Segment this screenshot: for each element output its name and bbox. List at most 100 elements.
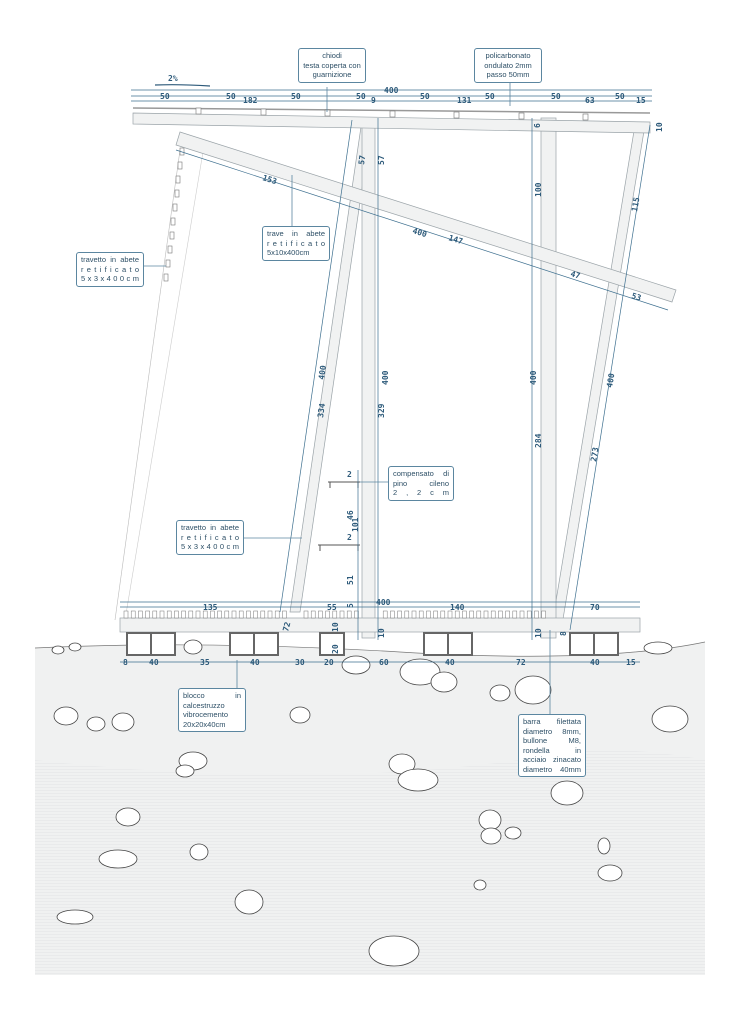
slat <box>152 610 158 619</box>
dim-text: 8 <box>559 631 568 636</box>
base-slats <box>123 610 546 619</box>
dim-text: 50 <box>420 92 430 101</box>
slat <box>411 610 417 619</box>
roof-beam <box>132 112 651 134</box>
diagonal-beam <box>175 131 677 303</box>
dim-text: 6 <box>533 123 542 128</box>
left-joist <box>114 139 206 621</box>
dim-text: 10 <box>331 622 340 632</box>
dim-text: 153 <box>261 173 278 186</box>
callout-line: calcestruzzo <box>183 700 225 710</box>
slat <box>260 610 266 619</box>
dim-text: 50 <box>615 92 625 101</box>
slat <box>123 610 129 619</box>
dim-text: 40 <box>149 658 159 667</box>
dim-text: 284 <box>534 433 543 448</box>
callout-line: barra filettata <box>523 717 581 726</box>
callout-line: bullone M8, <box>523 736 581 745</box>
slat <box>303 610 309 619</box>
slat <box>519 610 525 619</box>
callout-line: ondulato 2mm <box>484 60 532 70</box>
dim-text: 50 <box>291 92 301 101</box>
slope-label: 2% <box>168 74 178 83</box>
slat <box>310 610 316 619</box>
slat <box>267 610 273 619</box>
slat <box>512 610 518 619</box>
callout-line: vibrocemento <box>183 710 229 719</box>
slat <box>282 610 287 619</box>
slat <box>332 610 338 619</box>
dim-text: 51 <box>346 575 355 585</box>
ground-hatch <box>35 750 705 975</box>
slat <box>418 610 424 619</box>
slat <box>202 610 208 619</box>
callout-line: trave in abete <box>267 229 325 238</box>
dim-text: 72 <box>516 658 526 667</box>
dim-text: 40 <box>250 658 260 667</box>
slat <box>397 610 402 619</box>
slat <box>462 610 467 619</box>
dim-text: 20 <box>331 644 340 654</box>
dim-text: 131 <box>457 96 472 105</box>
dim-text: 101 <box>351 517 360 532</box>
slat <box>490 610 496 619</box>
dim-text: 72 <box>281 621 292 633</box>
dim-text: 35 <box>200 658 210 667</box>
callout-line: guarnizione <box>312 70 352 79</box>
callout-line: travetto in abete <box>81 255 139 264</box>
slat <box>231 610 237 619</box>
slat <box>325 610 330 619</box>
callout-line: 5x10x400cm <box>267 248 310 257</box>
dim-text: 46 <box>346 510 355 520</box>
dim-text: 50 <box>226 92 236 101</box>
callout-line: acciaio zinacato <box>523 755 581 764</box>
callout-line: r e t i f i c a t o <box>267 238 325 248</box>
dim-text: 30 <box>295 658 305 667</box>
dim-text: 400 <box>529 370 538 385</box>
slat <box>159 610 165 619</box>
slat <box>440 610 446 619</box>
dim-text: 400 <box>381 370 390 385</box>
callout-line: r e t i f i c a t o <box>81 264 139 274</box>
slat <box>217 610 222 619</box>
callout-line: 2 , 2 c m <box>393 488 449 497</box>
dim-text: 40 <box>590 658 600 667</box>
slat <box>188 610 194 619</box>
callout-line: policarbonato <box>485 51 531 60</box>
slat <box>390 610 395 619</box>
dim-text: 100 <box>534 182 543 197</box>
slat <box>130 610 136 619</box>
callout-line: 5 x 3 x 4 0 0 c m <box>81 274 139 283</box>
slat <box>447 610 453 619</box>
slat <box>138 610 143 619</box>
dim-text: 70 <box>590 603 600 612</box>
dim-text: 50 <box>356 92 366 101</box>
top-dimensions: 400 50 50 50 50 50 50 50 50 182 9 131 63… <box>131 86 652 105</box>
callout-line: compensato di <box>393 469 449 478</box>
slat <box>541 610 546 619</box>
slat <box>224 610 230 619</box>
dim-text: 400 <box>376 598 391 607</box>
dim-text: 2 <box>347 533 352 542</box>
dim-text: 115 <box>630 196 641 212</box>
slat <box>382 610 388 619</box>
vertical-dimensions: 57 57 100 115 400 334 400 329 400 284 40… <box>279 118 664 640</box>
dim-text: 2 <box>347 470 352 479</box>
concrete-blocks <box>126 632 619 656</box>
slat <box>346 610 352 619</box>
callout-line: r e t i f i c a t o <box>181 532 239 542</box>
slat <box>505 610 510 619</box>
base-beam <box>119 617 641 633</box>
dim-text: 53 <box>630 291 642 302</box>
leader-lines <box>137 82 551 715</box>
dim-text: 60 <box>379 658 389 667</box>
callout-line: diametro 8mm, <box>523 726 581 736</box>
dim-text: 140 <box>450 603 465 612</box>
callout-line: pino cileno <box>393 478 449 488</box>
slope-arrow <box>154 84 211 87</box>
dim-text: 10 <box>655 122 664 132</box>
